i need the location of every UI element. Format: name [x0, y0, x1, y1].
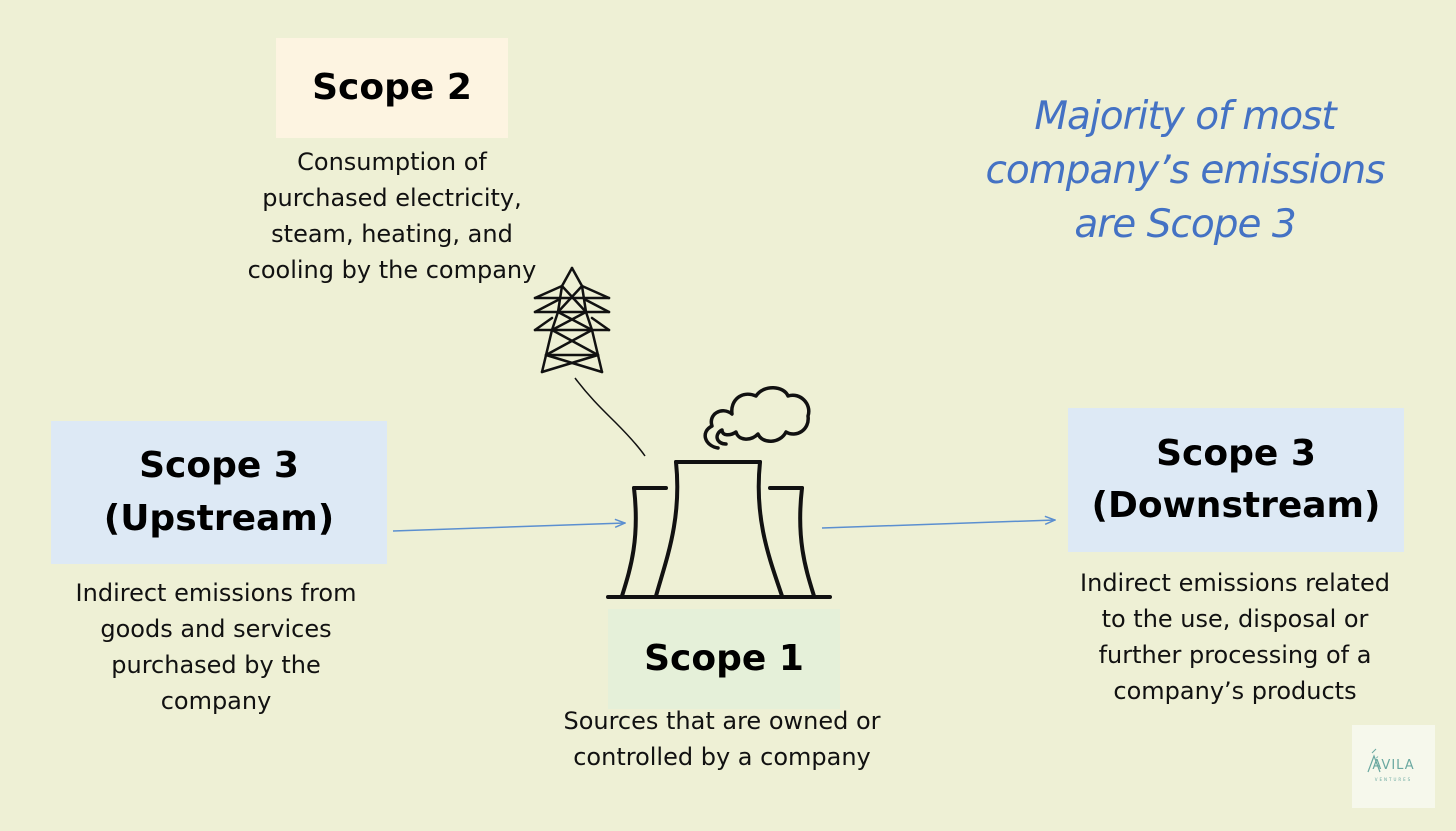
scope2-title: Scope 2	[312, 66, 472, 108]
scope3-upstream-title-line1: Scope 3	[139, 445, 299, 487]
scope1-title: Scope 1	[644, 637, 804, 679]
scope2-desc-line: steam, heating, and	[271, 220, 513, 248]
scope2-desc-line: Consumption of	[297, 148, 487, 176]
upstream-arrow	[392, 523, 625, 532]
transmission-tower-icon	[533, 266, 611, 374]
scope3-downstream-desc-line: further processing of a	[1098, 641, 1372, 669]
scope2-box: Scope 2	[276, 38, 508, 138]
scope3-upstream-description: Indirect emissions from goods and servic…	[51, 575, 381, 719]
avila-logo-icon	[1367, 748, 1381, 773]
downstream-arrow	[821, 520, 1055, 529]
scope1-desc-line: Sources that are owned or	[563, 707, 881, 735]
scope3-downstream-title-line2: (Downstream)	[1091, 485, 1381, 526]
scope3-downstream-desc-line: company’s products	[1113, 677, 1357, 705]
scope3-downstream-title-line1: Scope 3	[1156, 432, 1316, 474]
callout-line: are Scope 3	[1074, 202, 1296, 247]
callout-line: company’s emissions	[985, 148, 1385, 193]
scope3-upstream-desc-line: company	[160, 687, 272, 715]
scope3-downstream-description: Indirect emissions related to the use, d…	[1060, 565, 1410, 709]
scope1-box: Scope 1	[608, 609, 840, 709]
scope3-upstream-desc-line: Indirect emissions from	[75, 579, 357, 607]
scope3-upstream-desc-line: goods and services	[100, 615, 332, 643]
scope3-upstream-desc-line: purchased by the	[111, 651, 321, 679]
logo: ÁVILA VENTURES	[1352, 725, 1435, 808]
smoke-cloud-icon	[703, 386, 811, 450]
scope3-downstream-desc-line: Indirect emissions related	[1080, 569, 1390, 597]
scope1-desc-line: controlled by a company	[573, 743, 871, 771]
scope3-downstream-box: Scope 3 (Downstream)	[1068, 408, 1404, 552]
callout-line: Majority of most	[1034, 94, 1336, 139]
tower-to-plant-connector	[574, 377, 646, 457]
scope3-downstream-desc-line: to the use, disposal or	[1101, 605, 1369, 633]
scope2-desc-line: purchased electricity,	[262, 184, 522, 212]
scope3-upstream-box: Scope 3 (Upstream)	[51, 421, 387, 564]
logo-tagline: VENTURES	[1374, 777, 1413, 782]
cooling-tower-plant-icon	[606, 460, 832, 599]
scope2-desc-line: cooling by the company	[247, 256, 537, 284]
scope2-description: Consumption of purchased electricity, st…	[242, 144, 542, 288]
logo-name: ÁVILA	[1372, 758, 1415, 773]
scope1-description: Sources that are owned or controlled by …	[562, 703, 882, 775]
scope3-upstream-title-line2: (Upstream)	[103, 497, 335, 539]
scope3-majority-callout: Majority of most company’s emissions are…	[965, 90, 1405, 252]
